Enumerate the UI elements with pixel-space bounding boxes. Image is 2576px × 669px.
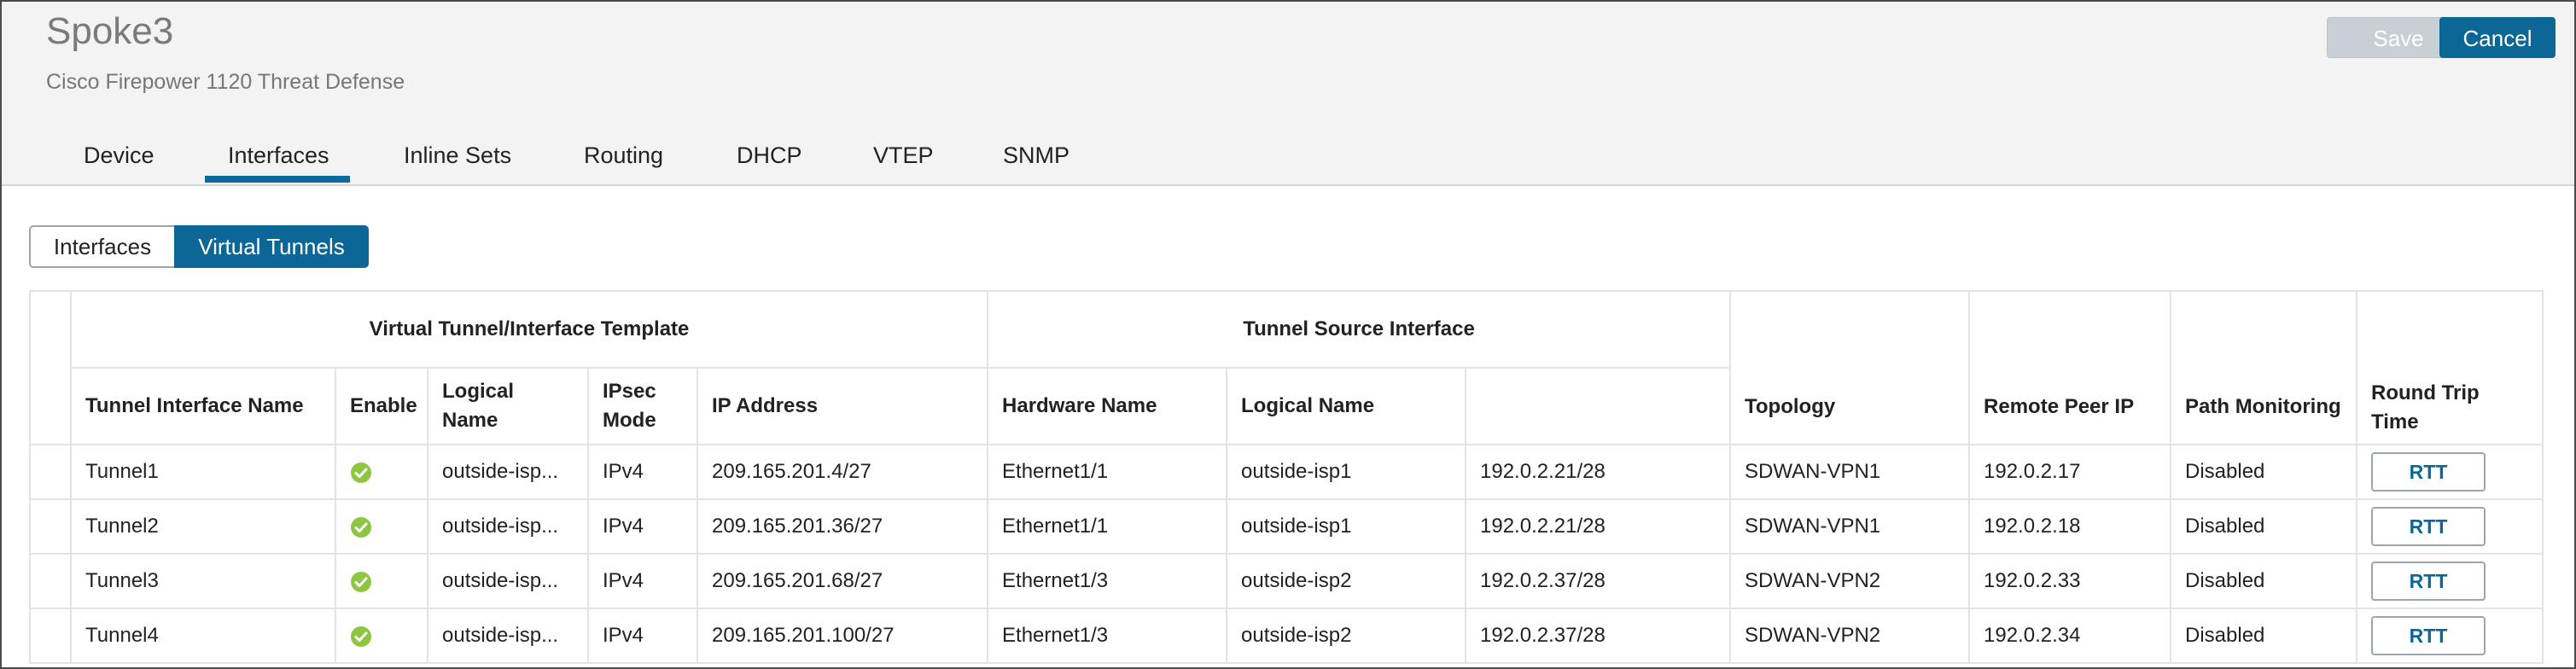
path-monitoring: Disabled (2170, 608, 2358, 664)
rtt-cell: RTT (2356, 553, 2544, 609)
enable-cell (335, 498, 428, 555)
remote-peer-ip: 192.0.2.17 (1968, 444, 2172, 500)
device-model: Cisco Firepower 1120 Threat Defense (46, 70, 405, 94)
remote-peer-ip: 192.0.2.33 (1968, 553, 2172, 609)
check-circle-icon (351, 516, 371, 538)
column-header-ipsec-mode: IPsec Mode (587, 367, 698, 445)
column-header-source-logical-name: Logical Name (1226, 367, 1467, 445)
logical-name: outside-isp... (427, 444, 589, 500)
topology: SDWAN-VPN2 (1729, 608, 1971, 664)
hardware-name: Ethernet1/3 (987, 608, 1228, 664)
remote-peer-ip: 192.0.2.18 (1968, 498, 2172, 555)
source-ip: 192.0.2.21/28 (1465, 498, 1732, 555)
source-logical-name: outside-isp1 (1226, 498, 1467, 555)
ipsec-mode: IPv4 (587, 553, 698, 609)
ipsec-mode: IPv4 (587, 608, 698, 664)
rtt-button[interactable]: RTT (2371, 507, 2486, 546)
tunnel-interface-name: Tunnel4 (70, 608, 336, 664)
subtab-virtual-tunnels[interactable]: Virtual Tunnels (174, 225, 369, 268)
ip-address: 209.165.201.100/27 (696, 608, 989, 664)
remote-peer-ip: 192.0.2.34 (1968, 608, 2172, 664)
subtab-interfaces[interactable]: Interfaces (29, 225, 176, 268)
ipsec-mode: IPv4 (587, 498, 698, 555)
column-header-topology: Topology (1729, 290, 1971, 445)
ip-address: 209.165.201.36/27 (696, 498, 989, 555)
path-monitoring: Disabled (2170, 498, 2358, 555)
tab-dhcp[interactable]: DHCP (737, 143, 802, 168)
topology: SDWAN-VPN2 (1729, 553, 1971, 609)
path-monitoring: Disabled (2170, 553, 2358, 609)
topology: SDWAN-VPN1 (1729, 444, 1971, 500)
rtt-button[interactable]: RTT (2371, 561, 2486, 601)
rtt-cell: RTT (2356, 444, 2544, 500)
virtual-tunnels-table: Virtual Tunnel/Interface Template Tunnel… (29, 290, 2544, 664)
tunnel-interface-name: Tunnel1 (70, 444, 336, 500)
device-tabs: Device Interfaces Inline Sets Routing DH… (2, 130, 2574, 184)
cancel-button[interactable]: Cancel (2439, 17, 2556, 58)
hardware-name: Ethernet1/3 (987, 553, 1228, 609)
table-row[interactable]: Tunnel1 outside-isp... IPv4 209.165.201.… (29, 444, 2544, 500)
source-ip: 192.0.2.37/28 (1465, 553, 1732, 609)
ip-address: 209.165.201.4/27 (696, 444, 989, 500)
rtt-button[interactable]: RTT (2371, 452, 2486, 492)
tab-interfaces[interactable]: Interfaces (228, 143, 329, 168)
tab-routing[interactable]: Routing (584, 143, 664, 168)
column-header-path-monitoring: Path Monitoring (2170, 290, 2358, 445)
hardware-name: Ethernet1/1 (987, 444, 1228, 500)
column-header-enable: Enable (335, 367, 428, 445)
group-header-virtual-tunnel-template: Virtual Tunnel/Interface Template (69, 290, 989, 369)
column-header-ip-address: IP Address (696, 367, 989, 445)
tab-device[interactable]: Device (84, 143, 154, 168)
logical-name: outside-isp... (427, 608, 589, 664)
source-logical-name: outside-isp1 (1226, 444, 1467, 500)
tab-snmp[interactable]: SNMP (1003, 143, 1070, 168)
table-row[interactable]: Tunnel2 outside-isp... IPv4 209.165.201.… (29, 498, 2544, 555)
row-select-cell[interactable] (29, 553, 72, 609)
row-select-cell[interactable] (29, 444, 72, 500)
table-row[interactable]: Tunnel4 outside-isp... IPv4 209.165.201.… (29, 608, 2544, 664)
ip-address: 209.165.201.68/27 (696, 553, 989, 609)
ipsec-mode: IPv4 (587, 444, 698, 500)
column-header-hardware-name: Hardware Name (987, 367, 1228, 445)
tunnel-interface-name: Tunnel3 (70, 553, 336, 609)
column-header-source-ip (1465, 367, 1732, 445)
check-circle-icon (351, 462, 371, 483)
rtt-cell: RTT (2356, 498, 2544, 555)
check-circle-icon (351, 625, 371, 647)
logical-name: outside-isp... (427, 553, 589, 609)
tab-vtep[interactable]: VTEP (873, 143, 934, 168)
source-ip: 192.0.2.37/28 (1465, 608, 1732, 664)
check-circle-icon (351, 571, 371, 592)
enable-cell (335, 608, 428, 664)
column-header-remote-peer-ip: Remote Peer IP (1968, 290, 2172, 445)
rtt-cell: RTT (2356, 608, 2544, 664)
source-logical-name: outside-isp2 (1226, 553, 1467, 609)
column-header-tunnel-interface-name: Tunnel Interface Name (70, 367, 336, 445)
row-select-cell[interactable] (29, 498, 72, 555)
table-row[interactable]: Tunnel3 outside-isp... IPv4 209.165.201.… (29, 553, 2544, 609)
logical-name: outside-isp... (427, 498, 589, 555)
page-header: Spoke3 Cisco Firepower 1120 Threat Defen… (2, 2, 2574, 186)
enable-cell (335, 553, 428, 609)
column-header-logical-name: Logical Name (427, 367, 589, 445)
enable-cell (335, 444, 428, 500)
path-monitoring: Disabled (2170, 444, 2358, 500)
tab-inline-sets[interactable]: Inline Sets (404, 143, 512, 168)
row-select-cell[interactable] (29, 608, 72, 664)
select-column-header (29, 290, 72, 445)
page-title: Spoke3 (46, 10, 174, 52)
source-ip: 192.0.2.21/28 (1465, 444, 1732, 500)
hardware-name: Ethernet1/1 (987, 498, 1228, 555)
topology: SDWAN-VPN1 (1729, 498, 1971, 555)
active-tab-indicator (205, 176, 350, 183)
group-header-tunnel-source-interface: Tunnel Source Interface (987, 290, 1732, 369)
table-column-header-row: Tunnel Interface Name Enable Logical Nam… (30, 367, 2543, 445)
column-header-round-trip-time: Round Trip Time (2356, 290, 2544, 445)
tunnel-interface-name: Tunnel2 (70, 498, 336, 555)
rtt-button[interactable]: RTT (2371, 616, 2486, 655)
source-logical-name: outside-isp2 (1226, 608, 1467, 664)
table-group-header-row: Virtual Tunnel/Interface Template Tunnel… (29, 290, 2544, 445)
